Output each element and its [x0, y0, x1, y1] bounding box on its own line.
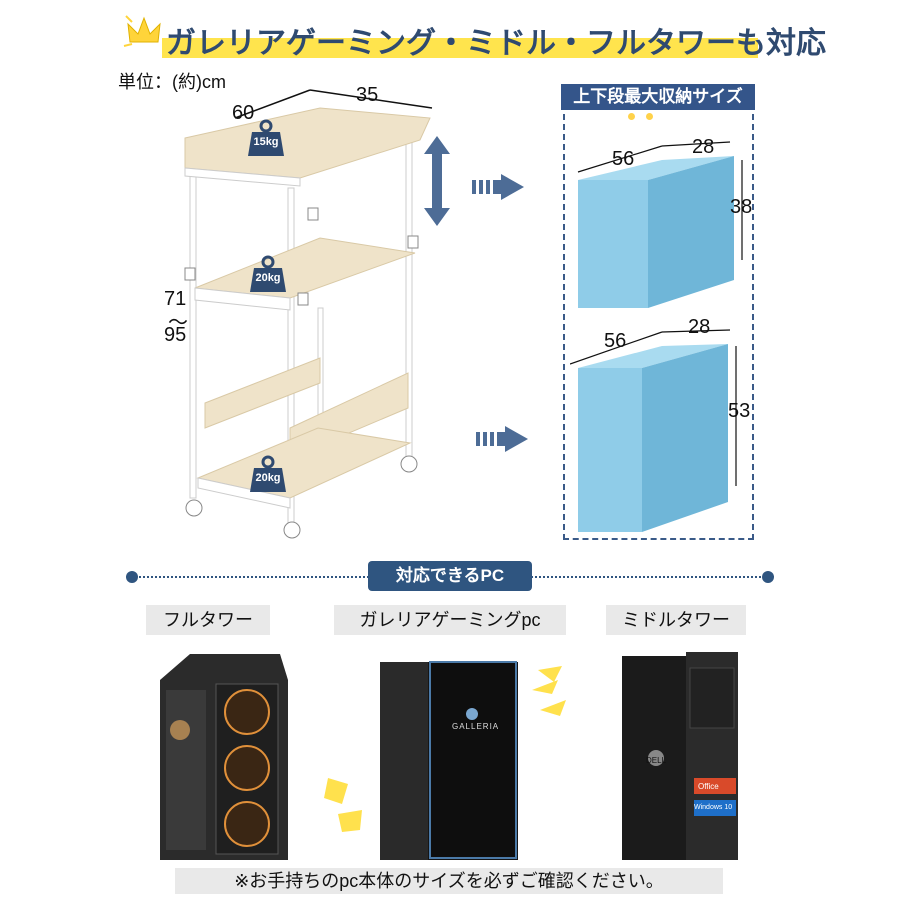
pc-label-galleria: ガレリアゲーミングpc: [334, 605, 566, 635]
pc-label-full-tower: フルタワー: [146, 605, 270, 635]
storage-label: 上下段最大収納サイズ: [561, 84, 755, 110]
pc-label-mid-tower: ミドルタワー: [606, 605, 746, 635]
dim-depth: 35: [356, 84, 379, 106]
weight-icon-top: 15kg: [246, 118, 286, 158]
mid-tower-pc-illustration: [622, 652, 738, 860]
divider-dot-left: [126, 571, 138, 583]
lower-depth: 56: [604, 330, 627, 352]
arrow-right-icon-lower: [476, 426, 528, 452]
arrow-right-icon-upper: [472, 174, 524, 200]
divider-dot-right: [762, 571, 774, 583]
upper-width: 28: [692, 136, 715, 158]
lower-box-illustration: [570, 329, 737, 532]
dim-height-max: 95: [164, 324, 187, 346]
load-middle: 20kg: [255, 272, 281, 284]
accent-dot: [628, 113, 635, 120]
accent-dot: [646, 113, 653, 120]
dim-height-min: 71: [164, 288, 187, 310]
load-top: 15kg: [253, 136, 279, 148]
weight-icon-middle: 20kg: [248, 254, 288, 294]
load-bottom: 20kg: [255, 472, 281, 484]
compatible-section-label: 対応できるPC: [368, 561, 532, 591]
unit-label: 単位：(約)cm: [118, 72, 226, 92]
title-highlight: [162, 38, 758, 58]
dim-width: 60: [232, 102, 255, 124]
dim-height-tilde: 〜: [168, 312, 188, 334]
office-badge: Office: [698, 782, 719, 791]
crown-icon: [123, 15, 161, 47]
full-tower-pc-illustration: [160, 654, 288, 860]
dell-brand: DELL: [646, 756, 667, 765]
windows-badge: Windows 10: [694, 804, 733, 811]
page-title: ガレリアゲーミング・ミドル・フルタワーも対応: [166, 27, 826, 60]
galleria-pc-illustration: [324, 661, 518, 860]
lower-width: 28: [688, 316, 711, 338]
lower-height: 53: [728, 400, 751, 422]
height-adjust-arrow-icon: [424, 136, 450, 226]
size-check-note: ※お手持ちのpc本体のサイズを必ずご確認ください。: [175, 868, 723, 894]
upper-box-illustration: [577, 141, 743, 308]
rack-illustration: [184, 89, 433, 539]
highlight-burst-icon: [532, 666, 566, 716]
upper-depth: 56: [612, 148, 635, 170]
galleria-brand: GALLERIA: [452, 722, 500, 731]
weight-icon-bottom: 20kg: [248, 454, 288, 494]
upper-height: 38: [730, 196, 753, 218]
